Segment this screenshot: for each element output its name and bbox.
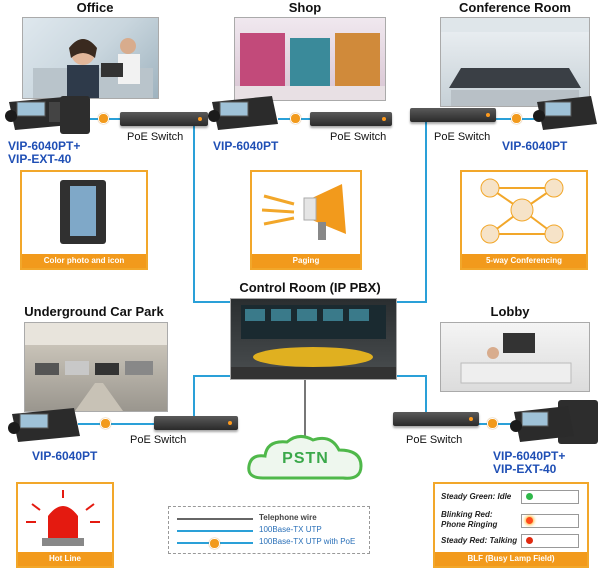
- shop-feature-caption: Paging: [252, 254, 360, 268]
- poe-dot-carpark: [100, 418, 111, 429]
- shop-title: Shop: [288, 0, 322, 15]
- green-lamp-icon: [526, 493, 533, 500]
- line-conf-switch-down: [425, 120, 427, 302]
- carpark-photo: [24, 322, 168, 412]
- office-photo: [22, 17, 159, 99]
- carpark-poe-switch: [154, 416, 238, 430]
- conference-poe-switch: [410, 108, 496, 122]
- control-room-photo: [230, 298, 397, 380]
- shop-switch-label: PoE Switch: [330, 131, 387, 143]
- lobby-image: [460, 333, 572, 384]
- office-feature-caption: Color photo and icon: [22, 254, 146, 268]
- red-lamp-icon: [526, 537, 533, 544]
- shop-model: VIP-6040PT: [213, 139, 279, 153]
- office-model-ext: VIP-EXT-40: [8, 152, 72, 166]
- shop-photo: [234, 17, 386, 101]
- pstn-cloud: PSTN: [243, 432, 368, 488]
- carpark-feature-box: Hot Line: [16, 482, 114, 568]
- blf-row-ringing-label: Blinking Red:: [441, 510, 493, 519]
- shop-feature-box: Paging: [250, 170, 362, 270]
- carpark-switch-label: PoE Switch: [130, 434, 187, 446]
- line-control-left: [193, 301, 231, 303]
- legend-telephone-wire-swatch: [177, 518, 253, 520]
- line-lobby-horizontal: [395, 375, 427, 377]
- blf-row-ringing-label2: Phone Ringing: [441, 520, 498, 529]
- pstn-label: PSTN: [282, 450, 329, 467]
- lobby-feature-box: Steady Green: Idle Blinking Red: Phone R…: [433, 482, 589, 568]
- blf-row-ringing-box: [521, 514, 579, 528]
- line-telephone-wire: [304, 378, 306, 438]
- shop-poe-switch: [310, 112, 392, 126]
- blf-row-talking-box: [521, 534, 579, 548]
- conferencing-people-icon: [480, 178, 564, 244]
- shop-ip-phone: [208, 90, 280, 132]
- control-title: Control Room (IP PBX): [239, 280, 381, 295]
- control-room-image: [231, 305, 396, 379]
- conference-room-image: [441, 18, 589, 106]
- carpark-ip-phone: [8, 402, 82, 446]
- poe-dot-lobby: [487, 418, 498, 429]
- office-people-image: [33, 38, 153, 98]
- siren-icon: [26, 490, 100, 546]
- megaphone-icon: [261, 184, 346, 240]
- blf-row-idle-label: Steady Green: Idle: [441, 492, 512, 501]
- office-expansion-module: [60, 96, 90, 134]
- lobby-switch-label: PoE Switch: [406, 434, 463, 446]
- cloud-icon: [247, 435, 363, 480]
- line-carpark-up: [193, 375, 195, 423]
- lobby-photo: [440, 322, 590, 392]
- conference-photo: [440, 17, 590, 107]
- blf-row-talking-label: Steady Red: Talking: [441, 536, 518, 545]
- line-carpark-horizontal: [193, 375, 231, 377]
- shop-shelves-image: [235, 33, 385, 100]
- conference-ip-phone: [533, 90, 599, 134]
- office-title: Office: [76, 0, 114, 15]
- carpark-model: VIP-6040PT: [32, 449, 98, 463]
- blinking-red-lamp-icon: [526, 517, 533, 524]
- lobby-model-ext: VIP-EXT-40: [493, 462, 557, 476]
- conference-title: Conference Room: [459, 0, 571, 15]
- carpark-feature-caption: Hot Line: [18, 552, 112, 566]
- conference-model: VIP-6040PT: [502, 139, 568, 153]
- line-control-right: [395, 301, 427, 303]
- carpark-title: Underground Car Park: [24, 304, 164, 319]
- legend-poe-dot: [209, 538, 220, 549]
- conference-switch-label: PoE Switch: [434, 131, 491, 143]
- poe-dot-office: [98, 113, 109, 124]
- conference-feature-box: 5-way Conferencing: [460, 170, 588, 270]
- lobby-poe-switch: [393, 412, 479, 426]
- poe-dot-conf: [511, 113, 522, 124]
- blf-row-idle-box: [521, 490, 579, 504]
- office-feature-box: Color photo and icon: [20, 170, 148, 270]
- office-switch-label: PoE Switch: [127, 131, 184, 143]
- line-carpark-phone: [78, 423, 158, 425]
- line-shop-switch-down: [193, 120, 195, 302]
- lobby-title: Lobby: [490, 304, 530, 319]
- line-lobby-up: [425, 375, 427, 415]
- lobby-model: VIP-6040PT+: [493, 449, 566, 463]
- legend: Telephone wire 100Base-TX UTP 100Base-TX…: [168, 506, 370, 554]
- carpark-image: [25, 323, 167, 411]
- legend-utp-label: 100Base-TX UTP: [259, 525, 322, 534]
- lobby-feature-caption: BLF (Busy Lamp Field): [435, 552, 587, 566]
- lobby-ip-phone: [510, 400, 576, 446]
- legend-utp-swatch: [177, 530, 253, 532]
- legend-utp-poe-label: 100Base-TX UTP with PoE: [259, 537, 356, 546]
- legend-telephone-wire-label: Telephone wire: [259, 513, 317, 522]
- poe-dot-shop: [290, 113, 301, 124]
- conference-feature-caption: 5-way Conferencing: [462, 254, 586, 268]
- office-poe-switch: [120, 112, 208, 126]
- expansion-module-icon: [60, 180, 106, 244]
- office-model: VIP-6040PT+: [8, 139, 81, 153]
